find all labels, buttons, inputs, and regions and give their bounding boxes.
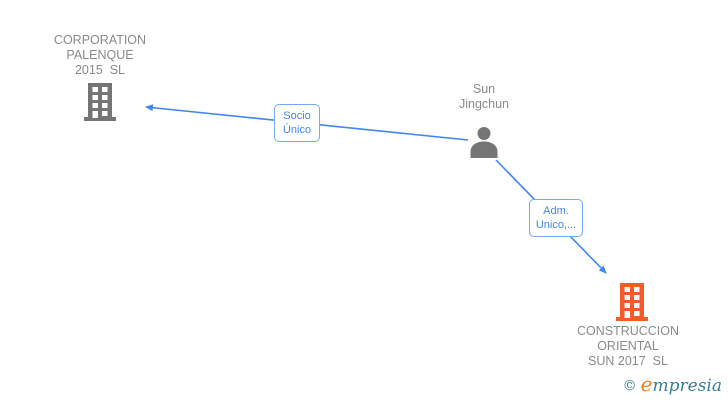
- person-icon[interactable]: [468, 126, 500, 163]
- person-label[interactable]: Sun Jingchun: [404, 82, 564, 112]
- company-bottom-right-label[interactable]: CONSTRUCCION ORIENTAL SUN 2017 SL: [548, 324, 708, 369]
- building-icon[interactable]: [615, 283, 649, 326]
- brand-initial: e: [640, 372, 653, 396]
- edge-label-line: Adm.: [543, 205, 569, 217]
- edge-label-adm-unico[interactable]: Adm. Unico,...: [529, 199, 583, 237]
- edge-label-line: Socio: [283, 110, 311, 122]
- company-name-line: CONSTRUCCION: [576, 324, 680, 338]
- edge-label-socio-unico[interactable]: Socio Único: [274, 104, 320, 142]
- company-name-line: 2015 SL: [74, 63, 126, 77]
- edge-label-line: Único: [282, 124, 312, 136]
- person-name-line: Jingchun: [458, 97, 510, 111]
- company-name-line: PALENQUE: [66, 48, 134, 62]
- company-top-left-label[interactable]: CORPORATION PALENQUE 2015 SL: [20, 33, 180, 78]
- empresia-logo[interactable]: ©empresia: [623, 372, 722, 396]
- copyright-icon: ©: [622, 378, 637, 394]
- brand-name: mpresia: [652, 376, 723, 396]
- company-name-line: ORIENTAL: [597, 339, 659, 353]
- building-icon[interactable]: [83, 83, 117, 126]
- edge-label-line: Unico,...: [535, 219, 577, 231]
- person-name-line: Sun: [472, 82, 496, 96]
- company-name-line: SUN 2017 SL: [588, 354, 668, 368]
- company-name-line: CORPORATION: [53, 33, 147, 47]
